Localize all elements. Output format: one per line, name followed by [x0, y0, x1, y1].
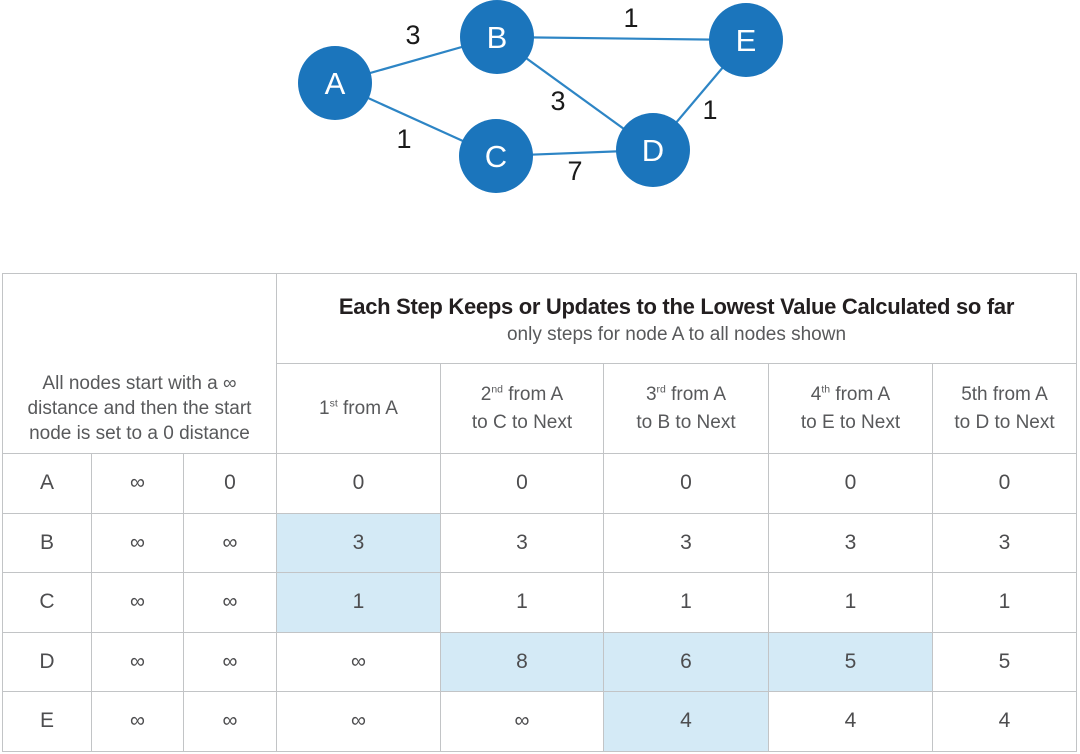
init-cell: 0	[183, 453, 277, 514]
step-column-header-3: 3rd from A to B to Next	[603, 363, 769, 454]
edge-weight-c-d: 7	[567, 156, 582, 186]
row-label: B	[2, 512, 92, 573]
node-a	[298, 46, 372, 120]
node-e	[709, 3, 783, 77]
row-label: A	[2, 453, 92, 514]
step-cell: 0	[932, 453, 1077, 514]
step-cell: 8	[440, 631, 604, 692]
init-cell: ∞	[91, 631, 184, 692]
step-cell: 1	[603, 572, 769, 633]
init-cell: ∞	[183, 691, 277, 752]
step-cell: 5	[932, 631, 1077, 692]
step-cell: ∞	[440, 691, 604, 752]
step-cell: 4	[603, 691, 769, 752]
edge-weight-d-e: 1	[702, 95, 717, 125]
step-column-header-1: 1st from A	[276, 363, 441, 454]
row-label: C	[2, 572, 92, 633]
table-row-a: A ∞ 0 0 0 0 0 0	[2, 453, 1077, 514]
step-cell: 0	[276, 453, 441, 514]
init-cell: ∞	[183, 512, 277, 573]
step-cell: 5	[768, 631, 933, 692]
weighted-graph: 3 1 1 3 7 1 A B C D E	[298, 0, 783, 193]
init-cell: ∞	[91, 691, 184, 752]
node-d	[616, 113, 690, 187]
node-a-label: A	[325, 66, 346, 101]
dijkstra-steps-table: All nodes start with a ∞ distance and th…	[2, 273, 1077, 752]
init-cell: ∞	[183, 631, 277, 692]
step-cell: 3	[932, 512, 1077, 573]
step-cell: 3	[603, 512, 769, 573]
step-column-header-2: 2nd from A to C to Next	[440, 363, 604, 454]
step-cell: 0	[440, 453, 604, 514]
step-cell: 1	[768, 572, 933, 633]
row-label: D	[2, 631, 92, 692]
step-cell: 1	[276, 572, 441, 633]
init-cell: ∞	[91, 572, 184, 633]
step-cell: 4	[932, 691, 1077, 752]
edge-weight-a-b: 3	[405, 20, 420, 50]
table-row-e: E ∞ ∞ ∞ ∞ 4 4 4	[2, 691, 1077, 752]
table-subtitle: only steps for node A to all nodes shown	[506, 323, 847, 345]
init-cell: ∞	[91, 453, 184, 514]
step-column-header-5: 5th from A to D to Next	[932, 363, 1077, 454]
node-d-label: D	[642, 133, 664, 168]
corner-note-line: All nodes start with a ∞	[42, 372, 237, 394]
step-cell: 3	[768, 512, 933, 573]
table-title: Each Step Keeps or Updates to the Lowest…	[338, 294, 1015, 320]
edge-weight-b-e: 1	[623, 3, 638, 33]
table-row-c: C ∞ ∞ 1 1 1 1 1	[2, 572, 1077, 633]
step-cell: 1	[440, 572, 604, 633]
step-column-header-4: 4th from A to E to Next	[768, 363, 933, 454]
edge-weight-b-d: 3	[550, 86, 565, 116]
step-cell: 3	[276, 512, 441, 573]
edge-b-e	[496, 35, 747, 42]
step-cell: ∞	[276, 631, 441, 692]
step-cell: 0	[603, 453, 769, 514]
table-title-cell: Each Step Keeps or Updates to the Lowest…	[276, 273, 1077, 364]
node-b	[460, 0, 534, 74]
node-c-label: C	[485, 139, 507, 174]
step-cell: 1	[932, 572, 1077, 633]
step-cell: 6	[603, 631, 769, 692]
step-cell: 4	[768, 691, 933, 752]
node-e-label: E	[736, 23, 757, 58]
table-row-b: B ∞ ∞ 3 3 3 3 3	[2, 512, 1077, 573]
table-row-d: D ∞ ∞ ∞ 8 6 5 5	[2, 631, 1077, 692]
corner-note-line: distance and then the start	[27, 397, 252, 419]
init-cell: ∞	[91, 512, 184, 573]
row-label: E	[2, 691, 92, 752]
edge-weight-a-c: 1	[396, 124, 411, 154]
node-b-label: B	[487, 20, 508, 55]
step-cell: ∞	[276, 691, 441, 752]
step-cell: 3	[440, 512, 604, 573]
node-c	[459, 119, 533, 193]
step-cell: 0	[768, 453, 933, 514]
corner-note-line: node is set to a 0 distance	[29, 422, 250, 444]
init-cell: ∞	[183, 572, 277, 633]
corner-note: All nodes start with a ∞ distance and th…	[2, 273, 277, 454]
